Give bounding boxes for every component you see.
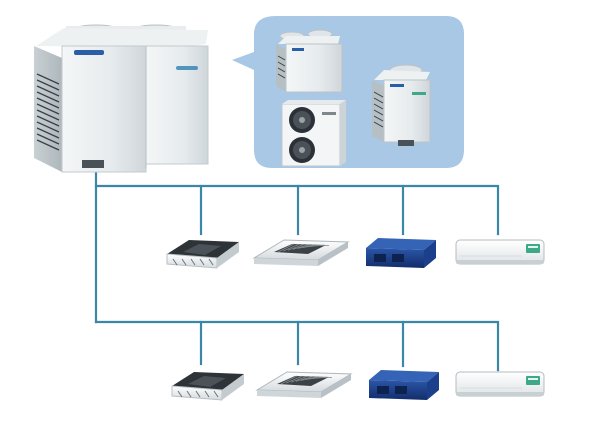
indoor-units [166,238,545,401]
outdoor-vrf-unit-icon [34,24,209,173]
branch-header-pipe-2 [94,320,500,372]
side-discharge-outdoor-unit-icon [372,64,431,146]
ducted-indoor-unit-icon [369,370,439,400]
four-way-cassette-indoor-unit-icon [166,240,239,269]
twin-fan-outdoor-unit-icon [276,29,343,93]
compact-outdoor-unit-icon [281,100,346,167]
one-way-cassette-indoor-unit-icon [255,371,353,398]
branch-header-pipe-1 [94,184,500,236]
wall-mounted-indoor-unit-icon [455,239,545,265]
ducted-indoor-unit-icon [366,238,436,268]
indoor-row-2 [171,370,545,401]
wall-mounted-indoor-unit-icon [455,371,545,397]
outdoor-options-callout [232,16,464,168]
indoor-row-1 [166,238,545,269]
refrigerant-piping [94,158,500,372]
four-way-cassette-indoor-unit-icon [171,372,244,401]
one-way-cassette-indoor-unit-icon [252,239,350,266]
